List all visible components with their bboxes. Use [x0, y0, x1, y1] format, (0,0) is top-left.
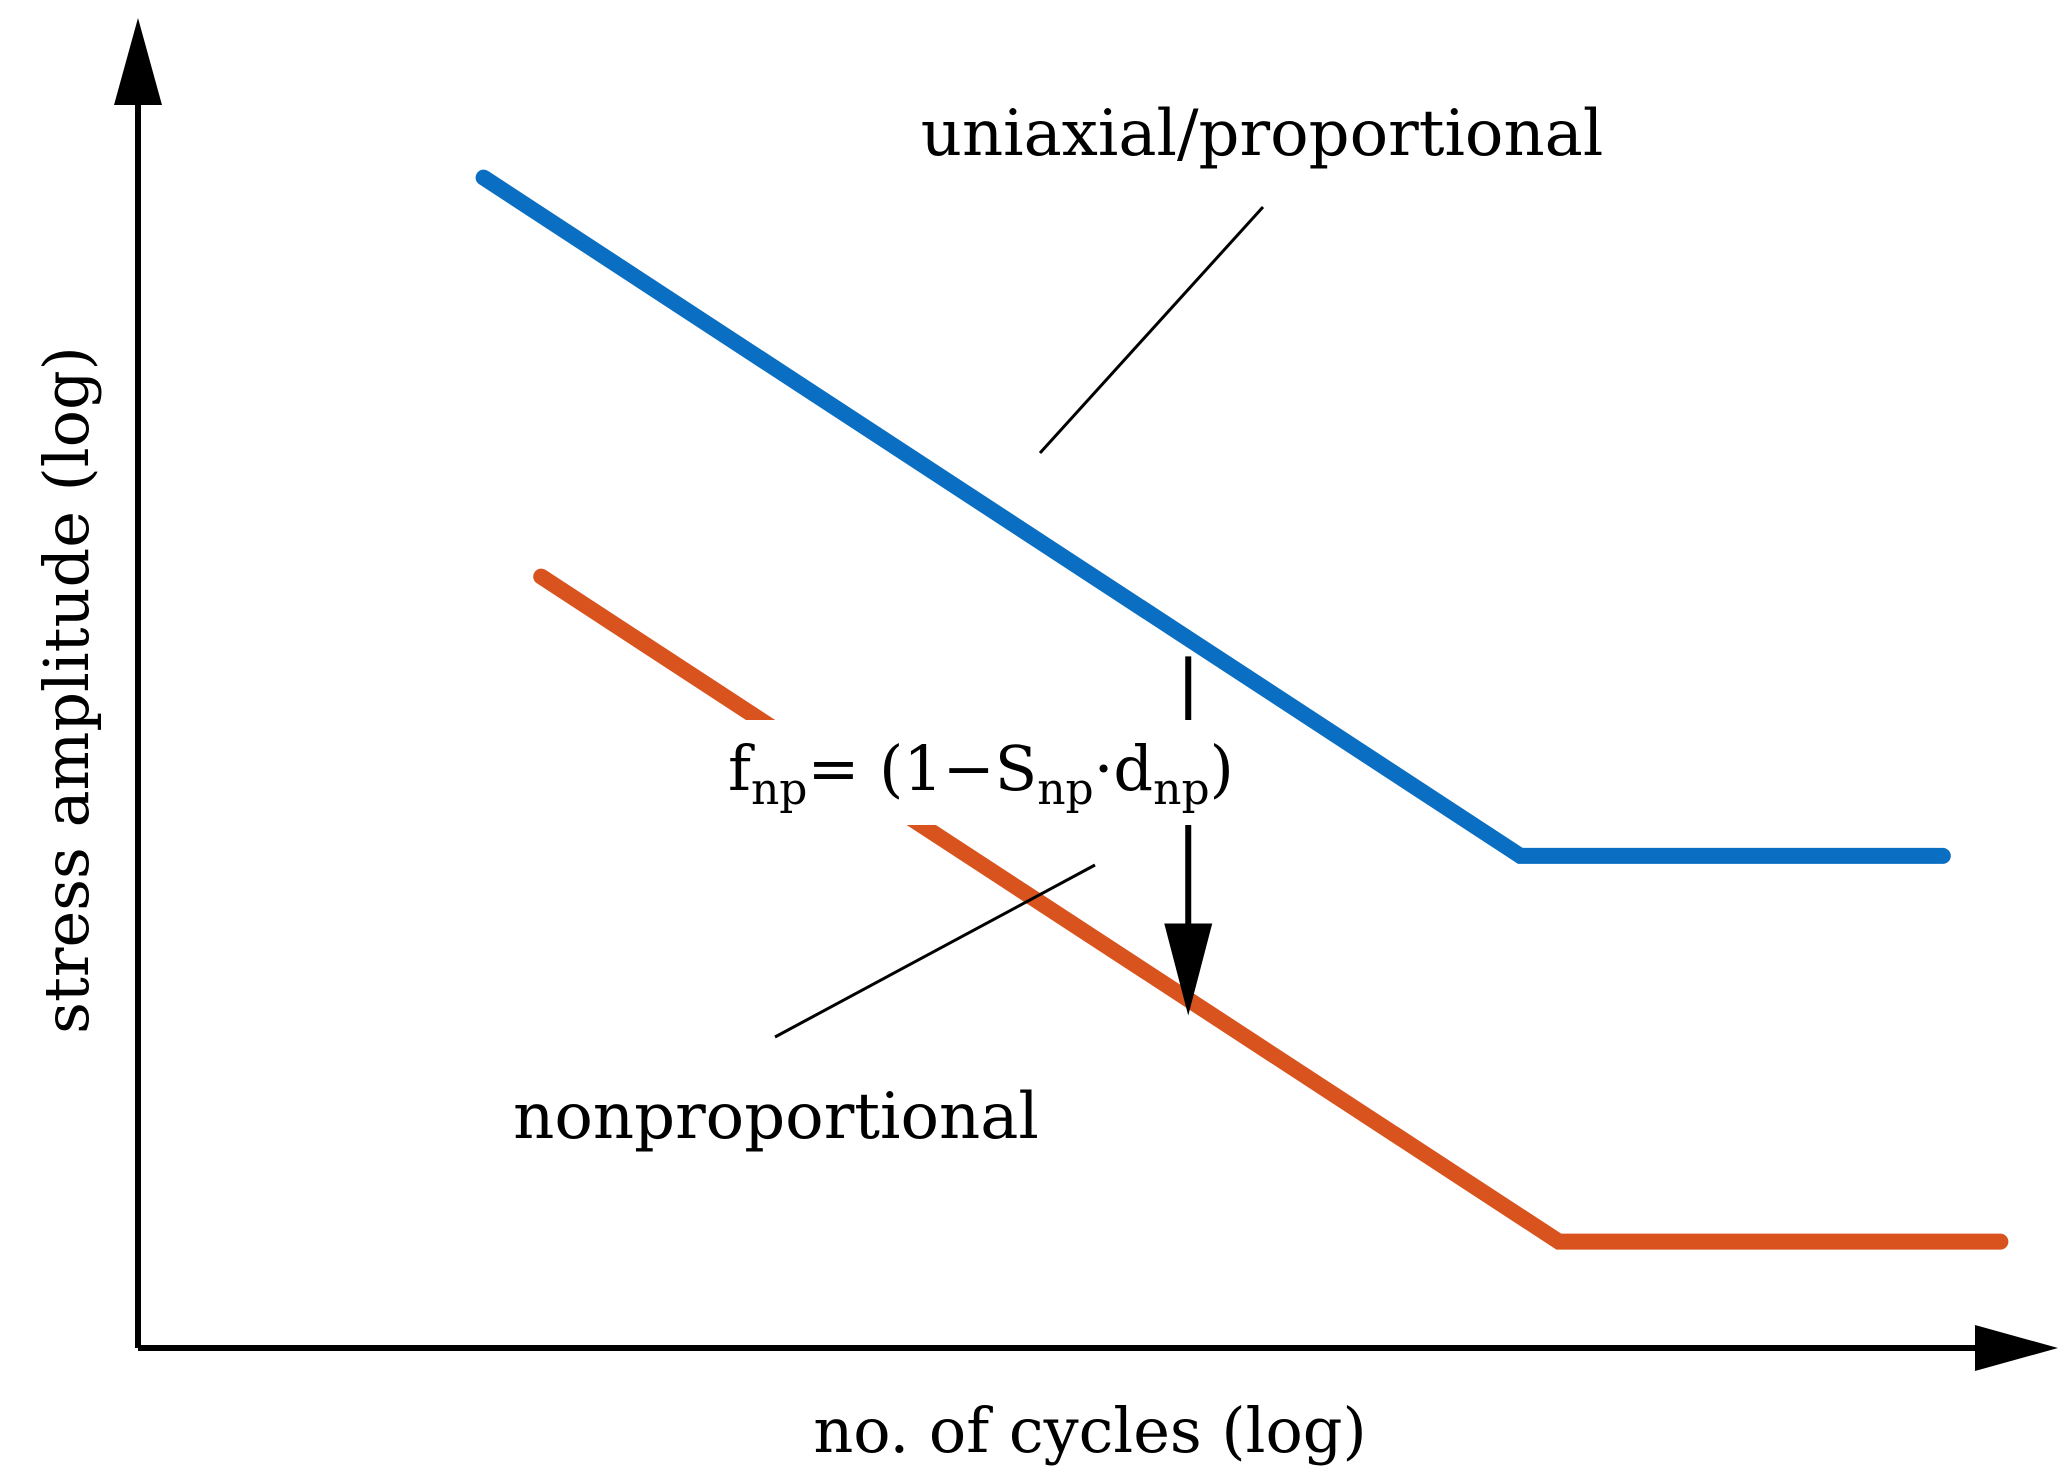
formula-sub-3: np [1153, 764, 1210, 815]
leader-line-nonproportional [774, 863, 1096, 1039]
y-axis-label: stress amplitude (log) [30, 346, 103, 1034]
x-axis-label: no. of cycles (log) [813, 1394, 1366, 1467]
formula-label: fnp= (1−Snp·dnp) [728, 732, 1234, 815]
leader-line-uniaxial [1038, 205, 1265, 455]
series-line-uniaxial [475, 169, 1951, 864]
formula-eq: = (1−S [807, 732, 1037, 805]
formula-dot: ·d [1094, 732, 1153, 805]
reduction-arrow-head [1164, 923, 1213, 1016]
x-axis-arrowhead [1975, 1325, 2058, 1371]
y-axis-arrowhead [114, 18, 162, 105]
formula-close: ) [1210, 732, 1234, 805]
series-label-uniaxial: uniaxial/proportional [921, 97, 1604, 171]
formula-sub-2: np [1037, 764, 1094, 815]
formula-sub-1: np [751, 764, 808, 815]
formula-f: f [728, 732, 755, 805]
axes [114, 18, 2058, 1371]
series-label-nonproportional: nonproportional [513, 1080, 1039, 1154]
formula-background [720, 720, 1225, 825]
